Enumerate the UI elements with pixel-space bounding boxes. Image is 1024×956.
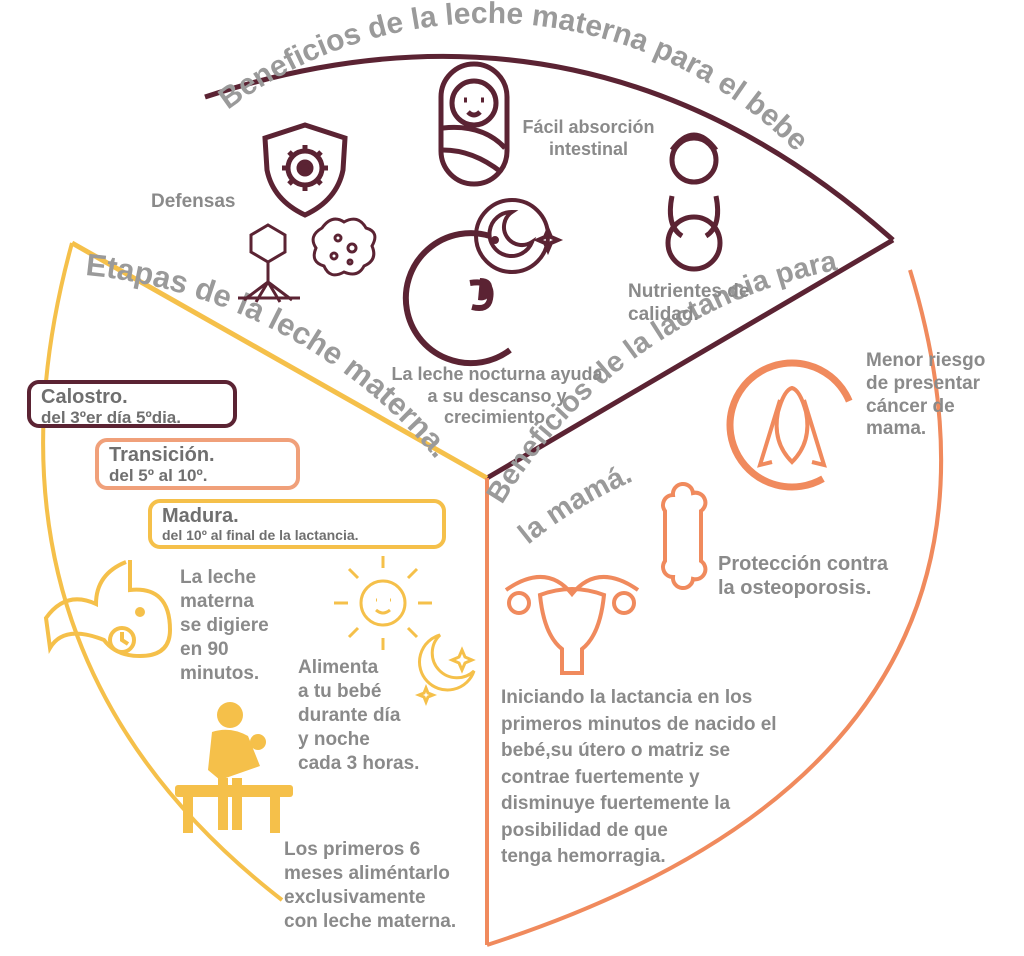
utero-line-5: disminuye fuertemente la: [501, 793, 731, 814]
digiere-line-5: minutos.: [180, 663, 260, 684]
madura-sub: del 10º al final de la lactancia.: [162, 527, 359, 543]
alimenta-line-5: cada 3 horas.: [298, 753, 420, 774]
cancer-label: Menor riesgo de presentar cáncer de mama…: [866, 350, 985, 441]
utero-line-1: Iniciando la lactancia en los: [501, 687, 753, 708]
primeros-line-3: exclusivamente: [284, 887, 426, 908]
cancer-line-3: cáncer de: [866, 395, 955, 417]
baby-section-border: [204, 53, 895, 481]
alimenta-label: Alimenta a tu bebé durante día y noche c…: [298, 656, 419, 776]
nocturna-line-2: a su descanso y: [427, 385, 567, 406]
nutrientes-line-2: calidad.: [628, 303, 699, 325]
utero-line-6: posibilidad de que: [501, 819, 668, 841]
cancer-line-2: de presentar: [866, 372, 981, 394]
microbe-icon: [311, 217, 377, 277]
shield-virus-icon: [262, 122, 348, 218]
cancer-ribbon-icon: [726, 359, 858, 491]
mother-section-border: [485, 269, 944, 947]
osteo-line-2: la osteoporosis.: [718, 577, 872, 599]
nutrientes-line-1: Nutrientes de: [628, 281, 750, 302]
bacteriophage-icon: [238, 223, 300, 303]
primeros-line-2: meses aliméntarlo: [284, 863, 450, 884]
osteo-line-1: Protección contra: [718, 553, 889, 575]
utero-line-7: tenga hemorragia.: [501, 846, 666, 867]
madura-box: Madura. del 10º al final de la lactancia…: [148, 499, 446, 549]
calostro-box: Calostro. del 3ºer día 5ºdia.: [27, 380, 237, 428]
madura-title: Madura.: [162, 505, 239, 527]
absorcion-line-1: Fácil absorción: [522, 117, 655, 137]
uterus-icon: [504, 575, 640, 675]
utero-line-2: primeros minutos de nacido el: [501, 713, 777, 735]
nocturna-line-3: crecimiento.: [443, 407, 551, 428]
calostro-sub: del 3ºer día 5ºdia.: [41, 408, 181, 427]
mother-nursing-bench-icon: [175, 702, 293, 833]
swaddled-baby-icon: [438, 61, 510, 187]
breastfeeding-night-icon: [402, 230, 512, 367]
moon-stars-icon: [474, 198, 564, 274]
utero-line-4: contrae fuertemente y: [501, 766, 700, 788]
pregnant-woman-icon: [665, 132, 723, 272]
osteo-label: Protección contra la osteoporosis.: [718, 552, 888, 600]
cancer-line-1: Menor riesgo: [866, 350, 986, 371]
digiere-label: La leche materna se digiere en 90 minuto…: [180, 566, 269, 686]
utero-line-3: bebé,su útero o matriz se: [501, 740, 731, 761]
stages-section-border: [41, 240, 489, 902]
sun-icon: [334, 556, 432, 650]
alimenta-line-1: Alimenta: [298, 657, 379, 678]
calostro-title: Calostro.: [41, 386, 128, 408]
nocturna-line-1: La leche nocturna ayuda: [391, 364, 603, 384]
absorcion-line-2: intestinal: [548, 138, 628, 159]
transicion-box: Transición. del 5º al 10º.: [95, 438, 300, 490]
moon-icon: [414, 633, 476, 707]
absorcion-label: Fácil absorción intestinal: [511, 117, 666, 160]
nutrientes-label: Nutrientes de calidad.: [628, 281, 749, 327]
transicion-title: Transición.: [109, 444, 215, 466]
alimenta-line-4: y noche: [298, 729, 370, 750]
stomach-clock-icon: [43, 560, 173, 659]
alimenta-line-2: a tu bebé: [298, 681, 382, 702]
transicion-sub: del 5º al 10º.: [109, 466, 208, 485]
nocturna-label: La leche nocturna ayuda a su descanso y …: [360, 364, 634, 429]
primeros-line-1: Los primeros 6: [284, 839, 421, 860]
primeros-line-4: con leche materna.: [284, 911, 457, 932]
digiere-line-3: se digiere: [180, 615, 269, 636]
alimenta-line-3: durante día: [298, 705, 401, 726]
digiere-line-1: La leche: [180, 567, 257, 588]
digiere-line-4: en 90: [180, 639, 229, 660]
primeros-label: Los primeros 6 meses aliméntarlo exclusi…: [284, 838, 456, 934]
digiere-line-2: materna: [180, 591, 254, 612]
defensas-label: Defensas: [151, 191, 236, 212]
bone-icon: [661, 482, 708, 590]
utero-label: Iniciando la lactancia en los primeros m…: [501, 685, 777, 871]
cancer-line-4: mama.: [866, 418, 927, 440]
